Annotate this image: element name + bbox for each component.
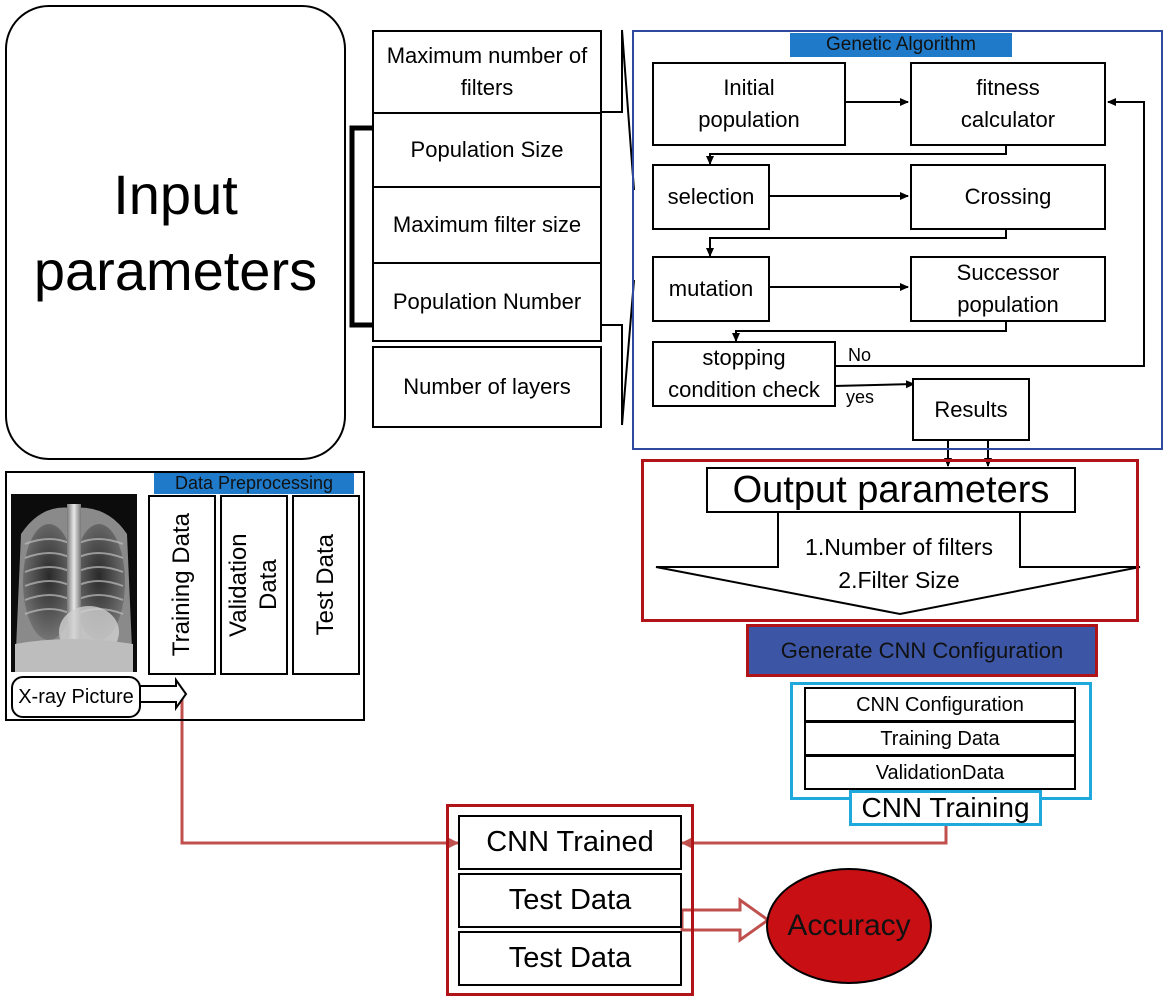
ga-label-no: No xyxy=(848,345,872,365)
arrow-successor-stop xyxy=(732,322,1007,342)
arrow-training-to-eval xyxy=(180,690,459,849)
cnn-training-row-training-data: Training Data xyxy=(804,721,1076,756)
ga-node-label: Initial population xyxy=(698,75,800,132)
param-max-filter-size: Maximum filter size xyxy=(372,186,602,264)
arrow-crossing-mutation xyxy=(706,230,1007,257)
ga-node-label: selection xyxy=(667,184,755,209)
ga-successor-population: Successor population xyxy=(910,256,1106,322)
cnn-training-row-configuration: CNN Configuration xyxy=(804,687,1076,722)
column-label: Validation Data xyxy=(225,533,282,637)
eval-test-data-1: Test Data xyxy=(458,873,682,928)
xray-image xyxy=(11,494,137,672)
cnn-training-row-label: Training Data xyxy=(880,727,1000,750)
output-item-2: 2.Filter Size xyxy=(838,567,960,593)
eval-row-label: CNN Trained xyxy=(486,826,654,858)
param-label: Maximum number of filters xyxy=(386,43,588,100)
ga-crossing: Crossing xyxy=(910,164,1106,230)
data-preprocessing-title: Data Preprocessing xyxy=(154,473,354,494)
xray-picture-text: X-ray Picture xyxy=(18,685,134,708)
output-title-text: Output parameters xyxy=(732,469,1050,511)
eval-test-data-2: Test Data xyxy=(458,931,682,986)
accuracy-ellipse: Accuracy xyxy=(766,868,932,984)
ga-node-label: fitness calculator xyxy=(960,75,1056,132)
param-number-of-layers: Number of layers xyxy=(372,346,602,428)
ga-initial-population: Initial population xyxy=(652,62,846,146)
genetic-algorithm-frame xyxy=(632,30,1163,450)
cnn-training-row-label: ValidationData xyxy=(875,761,1005,784)
ga-mutation: mutation xyxy=(652,256,770,322)
ga-results: Results xyxy=(912,378,1030,441)
input-parameters-block: Input parameters xyxy=(5,5,346,460)
ga-node-label: Results xyxy=(934,396,1008,422)
genetic-algorithm-title: Genetic Algorithm xyxy=(790,33,1012,57)
xray-picture-label: X-ray Picture xyxy=(11,676,141,718)
cnn-training-title-text: CNN Training xyxy=(861,792,1030,823)
ga-stopping-condition-check: stopping condition check xyxy=(652,341,836,407)
param-label: Population Number xyxy=(392,289,582,314)
evaluation-frame xyxy=(446,804,694,996)
input-title-line1: Input xyxy=(113,162,238,226)
param-label: Maximum filter size xyxy=(392,212,582,237)
eval-row-label: Test Data xyxy=(508,884,632,916)
xray-drawing xyxy=(15,504,133,672)
input-title-line2: parameters xyxy=(33,238,318,302)
column-label: Training Data xyxy=(168,513,195,657)
funnel-top xyxy=(600,29,635,191)
preprocess-test-data: Test Data xyxy=(292,495,360,675)
eval-row-label: Test Data xyxy=(508,942,632,974)
column-label: Test Data xyxy=(312,534,339,636)
output-down-arrow xyxy=(655,511,1141,616)
cnn-training-row-validation-data: ValidationData xyxy=(804,755,1076,790)
generate-cnn-label: Generate CNN Configuration xyxy=(780,637,1064,663)
ga-fitness-calculator: fitness calculator xyxy=(910,62,1106,146)
ga-node-label: mutation xyxy=(668,276,754,301)
arrow-cnntraining-to-eval xyxy=(681,826,948,849)
cnn-training-row-label: CNN Configuration xyxy=(856,693,1024,716)
ga-node-label: Successor population xyxy=(956,260,1060,317)
ga-node-label: Crossing xyxy=(964,184,1052,209)
generate-cnn-configuration: Generate CNN Configuration xyxy=(746,624,1098,677)
parameter-bracket xyxy=(349,125,372,328)
accuracy-hollow-arrow xyxy=(680,897,771,943)
output-item-1: 1.Number of filters xyxy=(805,534,993,560)
output-parameters-frame xyxy=(641,459,1139,622)
output-parameters-title: Output parameters xyxy=(706,467,1076,513)
param-label: Population Size xyxy=(410,137,564,162)
preprocess-training-data: Training Data xyxy=(148,495,216,675)
eval-cnn-trained: CNN Trained xyxy=(458,815,682,870)
ga-selection: selection xyxy=(652,164,770,230)
ga-label-yes: yes xyxy=(846,387,875,407)
param-population-size: Population Size xyxy=(372,112,602,188)
preprocess-validation-data: Validation Data xyxy=(220,495,288,675)
ga-node-label: stopping condition check xyxy=(668,345,820,402)
cnn-training-title: CNN Training xyxy=(849,790,1042,826)
xray-hollow-arrow xyxy=(139,676,188,712)
data-preprocessing-frame xyxy=(5,471,365,721)
accuracy-label: Accuracy xyxy=(787,909,911,942)
arrow-fitness-selection xyxy=(706,146,1007,165)
arrow-yes-results xyxy=(833,380,915,389)
funnel-bottom xyxy=(600,279,635,426)
arrow-no-loop xyxy=(834,98,1145,367)
param-max-number-filters: Maximum number of filters xyxy=(372,30,602,114)
param-label: Number of layers xyxy=(403,374,571,399)
param-population-number: Population Number xyxy=(372,262,602,342)
